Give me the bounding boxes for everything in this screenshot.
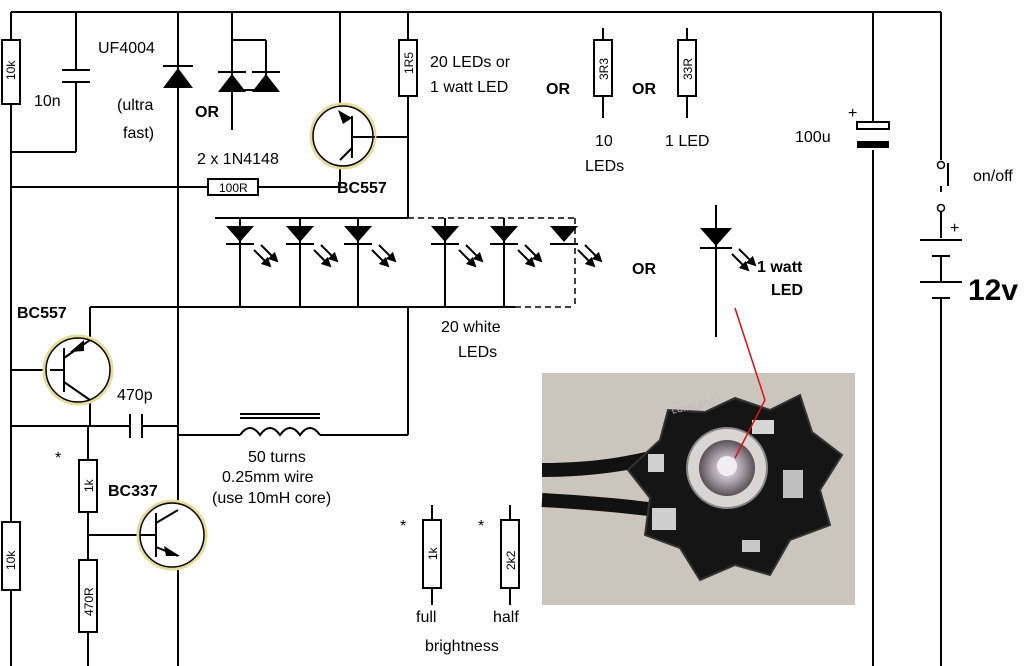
or-b-label: OR: [632, 81, 656, 98]
led-5: [490, 218, 543, 307]
one-watt-label: 1 watt: [757, 259, 803, 276]
or-led-label: OR: [632, 261, 656, 278]
led-word-label: LED: [771, 282, 803, 299]
star-full-label: *: [400, 518, 406, 535]
resistor-100r: 100R: [207, 178, 259, 196]
brightness-label: brightness: [425, 638, 499, 655]
resistor-10k-bottom: 10k: [1, 521, 21, 591]
half-label: half: [493, 609, 519, 626]
leds-label: LEDs: [585, 158, 624, 175]
full-label: full: [416, 609, 436, 626]
white-leds-label-2: LEDs: [458, 344, 497, 361]
bc557-left-label: BC557: [17, 305, 67, 322]
resistor-1k-full: 1k * full: [400, 518, 442, 626]
resistor-3r3: OR 3R3 10 LEDs: [546, 39, 624, 175]
led-6: [550, 226, 603, 268]
r-2k2-label: 2k2: [504, 550, 518, 570]
transistor-bc337: BC337: [108, 483, 208, 571]
r-1k-left-label: 1k: [82, 478, 96, 492]
ultra-label: (ultra: [117, 97, 154, 114]
r-470r-label: 470R: [82, 587, 96, 616]
fast-label: fast): [123, 125, 154, 142]
star-half-label: *: [478, 518, 484, 535]
switch-onoff: on/off: [936, 160, 1013, 213]
resistor-1r5: 1R5 20 LEDs or 1 watt LED: [398, 39, 511, 97]
leds20-label: 20 LEDs or: [430, 54, 511, 71]
optional-led-connections: [239, 217, 576, 308]
battery-label: 12v: [968, 274, 1018, 307]
battery-12v: + 12v: [920, 220, 1018, 315]
or-diode-label: OR: [195, 104, 219, 121]
r-100r-label: 100R: [219, 181, 248, 195]
resistor-10k-top: 10k: [1, 39, 21, 105]
transistor-bc557-left: BC557: [17, 305, 114, 406]
capacitor-100u: 100u +: [795, 105, 890, 148]
cap-plus-label: +: [848, 105, 857, 122]
c-470p-label: 470p: [117, 387, 153, 404]
bc557-top-label: BC557: [337, 180, 387, 197]
r-10k-bottom-label: 10k: [4, 550, 18, 570]
onewatt-label: 1 watt LED: [430, 79, 508, 96]
resistor-2k2-half: 2k2 * half: [478, 518, 520, 626]
diodes-1n4148: OR 2 x 1N4148: [195, 71, 280, 168]
diode-uf4004: UF4004 (ultra fast): [98, 40, 193, 142]
star-1k-label: *: [55, 450, 61, 467]
c-10n-label: 10n: [34, 93, 61, 110]
led-1-watt: OR 1 watt LED: [632, 228, 803, 299]
inductor-coil: 50 turns 0.25mm wire (use 10mH core): [212, 413, 331, 507]
r-3r3-label: 3R3: [597, 58, 611, 80]
uf4004-label: UF4004: [98, 40, 155, 57]
led-4: [431, 218, 484, 307]
capacitor-470p: 470p: [117, 387, 153, 438]
resistor-470r: 470R: [78, 559, 98, 633]
ten-label: 10: [595, 133, 613, 150]
r-10k-top-label: 10k: [4, 60, 18, 80]
transistor-bc557-top: BC557: [309, 102, 387, 197]
resistor-1k-left: 1k *: [55, 450, 98, 513]
resistor-33r: OR 33R 1 LED: [632, 39, 709, 150]
bc337-label: BC337: [108, 483, 158, 500]
or-a-label: OR: [546, 81, 570, 98]
white-leds-label-1: 20 white: [441, 319, 501, 336]
r-1r5-label: 1R5: [402, 52, 416, 74]
onoff-label: on/off: [973, 168, 1013, 185]
led-1: [226, 218, 279, 307]
led-2: [286, 218, 339, 307]
pointer-line: [734, 307, 766, 459]
capacitor-10n: 10n: [34, 69, 90, 110]
r-33r-label: 33R: [681, 58, 695, 80]
led-3: [344, 218, 397, 307]
r-1k-full-label: 1k: [426, 546, 440, 560]
coil-label-2: 0.25mm wire: [222, 469, 314, 486]
led-array: 20 white LEDs: [226, 218, 603, 361]
coil-label-3: (use 10mH core): [212, 490, 331, 507]
diode-alt-label: 2 x 1N4148: [197, 151, 279, 168]
led-photo: LUMILEDS: [541, 373, 855, 605]
cap-100u-label: 100u: [795, 129, 831, 146]
bat-plus-label: +: [950, 220, 959, 237]
one-led-label: 1 LED: [665, 133, 709, 150]
coil-label-1: 50 turns: [248, 449, 306, 466]
